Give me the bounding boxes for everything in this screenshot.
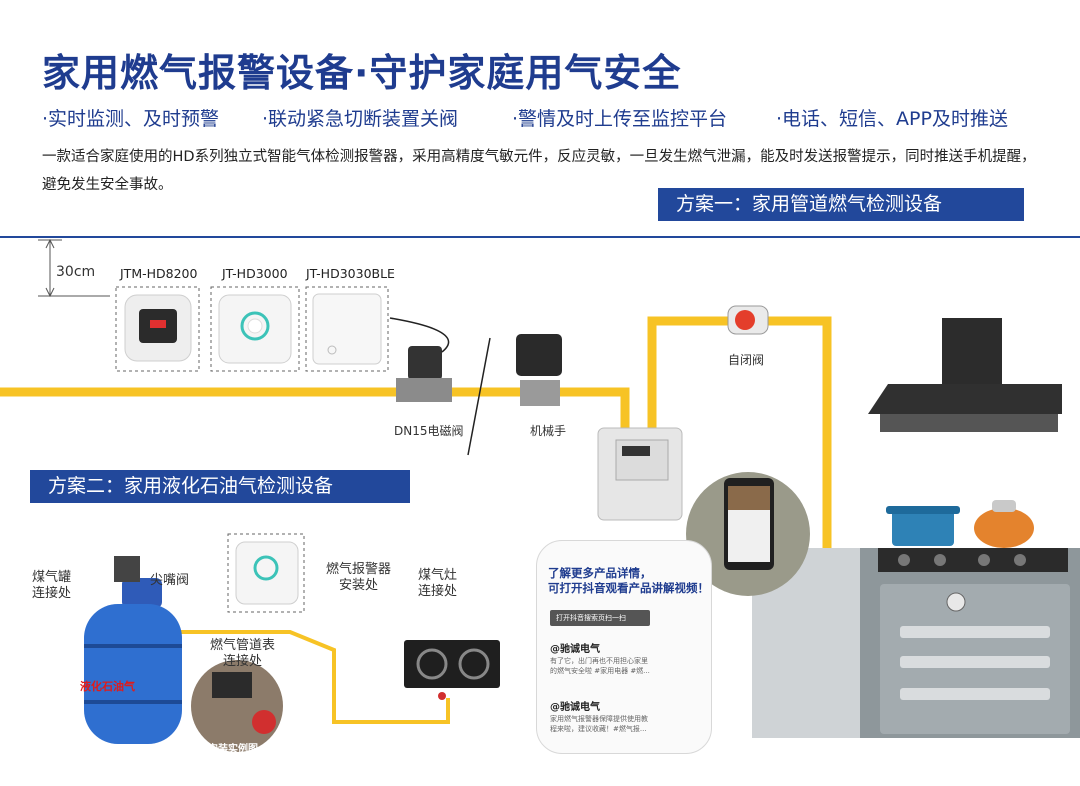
range-hood [868,318,1062,432]
alarm-install-label: 燃气报警器 安装处 [326,562,392,593]
phone-photo [686,472,810,596]
plan-two-banner: 方案二：家用液化石油气检测设备 [30,470,410,503]
feature-1: ·实时监测、及时预警 [42,108,220,130]
tank-print-text: 液化石油气 [80,680,135,693]
cooktop [404,640,500,700]
valves [389,305,769,456]
video-info-card [536,540,712,754]
install-example-caption: 安装实例图 [208,744,258,755]
feature-4: ·电话、短信、APP及时推送 [776,108,1008,130]
kitchen-stove [752,500,1080,738]
lpg-tank [84,556,182,744]
video-brand-2: @驰诚电气 [550,702,600,713]
model-label-2: JT-HD3000 [222,266,288,281]
feature-2: ·联动紧急切断装置关阀 [262,108,459,130]
page-title: 家用燃气报警设备·守护家庭用气安全 [42,51,682,95]
video-card-heading: 了解更多产品详情， 可打开抖音观看产品讲解视频！ [548,566,709,595]
tank-connection-label: 煤气罐 连接处 [32,570,72,601]
detector-devices [124,293,382,605]
video-caption-2: 家用燃气报警器保障提供使用教程来啦，建议收藏！#燃气报... [550,715,648,733]
section-divider [0,236,1080,238]
height-marker [38,238,110,298]
install-example-photo [191,660,283,752]
pipe-meter-label: 燃气管道表 连接处 [210,638,276,669]
solenoid-valve-label: DN15电磁阀 [394,424,464,438]
model-label-1: JTM-HD8200 [120,266,198,281]
lpg-pipe [170,630,450,724]
detector-frames [115,286,389,613]
height-label: 30cm [56,264,96,280]
product-description: 一款适合家庭使用的HD系列独立式智能气体检测报警器，采用高精度气敏元件，反应灵敏… [42,149,1036,193]
self-closing-valve-label: 自闭阀 [728,353,765,367]
feature-3: ·警情及时上传至监控平台 [512,108,728,130]
manipulator-label: 机械手 [530,424,567,438]
tip-valve-label: 尖嘴阀 [150,573,190,588]
stove-connection-label: 煤气灶 连接处 [418,568,458,599]
plan-one-banner: 方案一：家用管道燃气检测设备 [658,188,1024,221]
douyin-search-tip: 打开抖音搜索页扫一扫 [550,610,650,626]
video-caption-1: 有了它，出门再也不用担心家里的燃气安全啦 #家用电器 #燃... [550,657,650,675]
gas-meter [597,427,683,521]
video-brand-1: @驰诚电气 [550,644,600,655]
model-label-3: JT-HD3030BLE [306,266,395,281]
